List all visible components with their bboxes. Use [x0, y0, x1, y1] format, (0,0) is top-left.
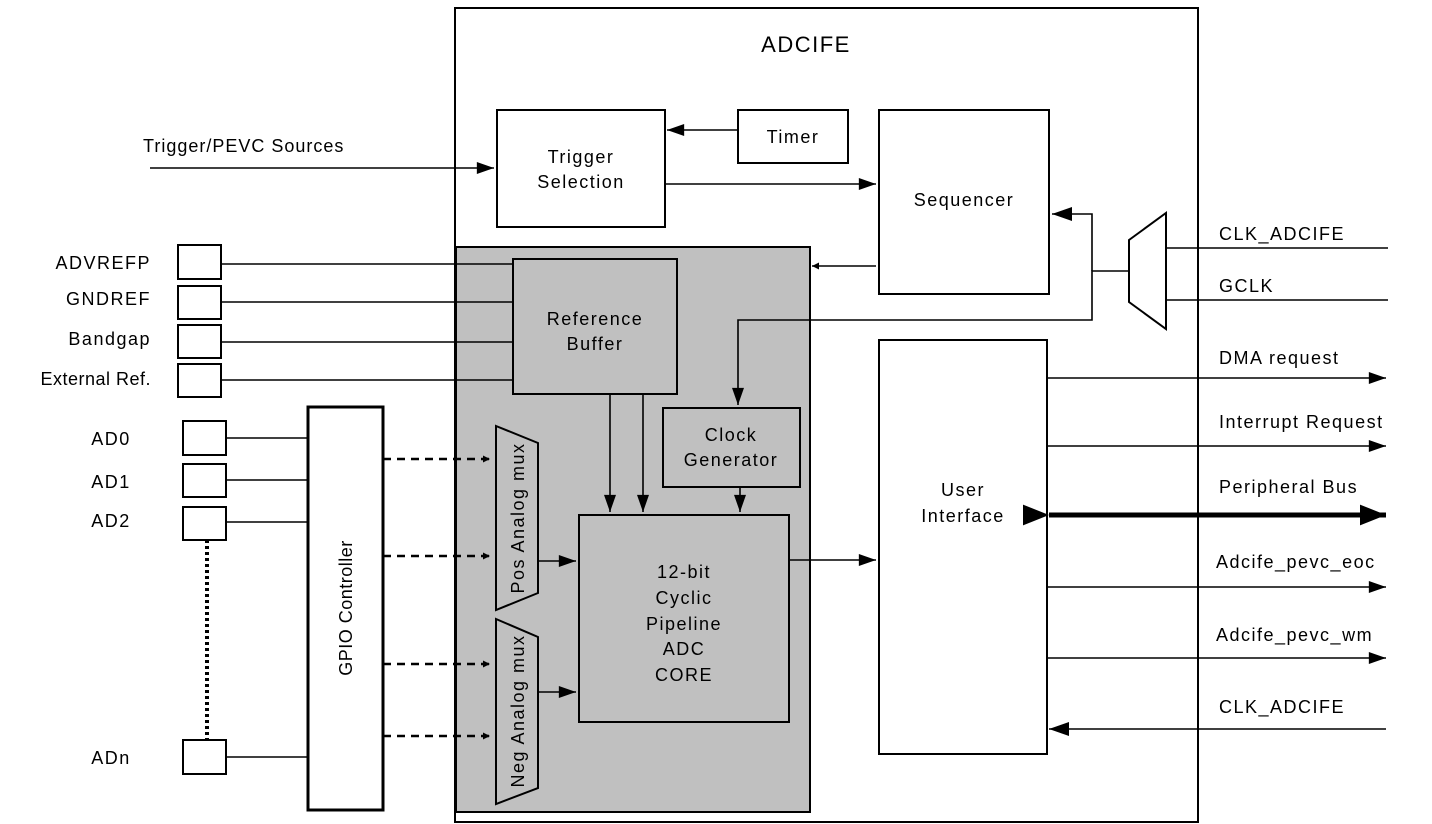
adc-core-label-5: CORE: [655, 665, 713, 685]
reference-buffer-label-1: Reference: [547, 309, 644, 329]
adcife-title: ADCIFE: [761, 32, 851, 57]
external-ref-pin: [177, 363, 222, 398]
clk-adcife-ui-label: CLK_ADCIFE: [1219, 697, 1345, 718]
user-interface-box: [878, 339, 1048, 755]
adc-core-label-4: ADC: [663, 639, 706, 659]
trigger-sources-label: Trigger/PEVC Sources: [143, 136, 344, 156]
bandgap-label: Bandgap: [68, 329, 151, 349]
pevc-eoc-label: Adcife_pevc_eoc: [1216, 552, 1376, 573]
gclk-label: GCLK: [1219, 276, 1274, 296]
ad1-label: AD1: [91, 472, 131, 492]
adn-pin: [182, 739, 227, 775]
gndref-pin: [177, 285, 222, 320]
timer-box: [737, 109, 849, 164]
adc-core-label-3: Pipeline: [646, 614, 722, 634]
clock-generator-label-2: Generator: [684, 450, 779, 470]
advrefp-label: ADVREFP: [55, 253, 151, 273]
reference-buffer-box: [512, 258, 678, 395]
trigger-selection-label-1: Trigger: [548, 147, 615, 167]
advrefp-pin: [177, 244, 222, 280]
mux-to-clock-generator-line: [732, 270, 1129, 406]
clk-adcife-in-label: CLK_ADCIFE: [1219, 224, 1345, 245]
peripheral-bus-label: Peripheral Bus: [1219, 477, 1358, 497]
ad0-pin: [182, 420, 227, 456]
user-interface-label-2: Interface: [921, 506, 1005, 526]
clock-generator-label-1: Clock: [705, 425, 758, 445]
gpio-controller-label: GPIO Controller: [336, 540, 356, 676]
bandgap-pin: [177, 324, 222, 359]
neg-analog-mux: [495, 617, 539, 806]
pos-analog-mux-label: Pos Analog mux: [508, 442, 528, 593]
external-ref-label: External Ref.: [40, 369, 151, 389]
ad2-pin: [182, 506, 227, 541]
reference-buffer-label-2: Buffer: [567, 334, 624, 354]
trigger-selection-box: [496, 109, 666, 228]
sequencer-label: Sequencer: [914, 190, 1015, 210]
sequencer-box: [878, 109, 1050, 295]
interrupt-request-label: Interrupt Request: [1219, 412, 1384, 432]
adc-core-box: [578, 514, 790, 723]
adc-core-label-1: 12-bit: [657, 562, 711, 582]
user-interface-label-1: User: [941, 480, 985, 500]
clock-generator-box: [662, 407, 801, 488]
adc-core-label-2: Cyclic: [656, 588, 713, 608]
adn-label: ADn: [91, 748, 131, 768]
ad1-pin: [182, 463, 227, 498]
dma-request-label: DMA request: [1219, 348, 1340, 368]
pevc-wm-label: Adcife_pevc_wm: [1216, 625, 1373, 646]
pos-analog-mux: [495, 424, 539, 612]
gpio-controller-box: [306, 405, 385, 812]
ad2-label: AD2: [91, 511, 131, 531]
clock-mux: [1128, 211, 1167, 331]
trigger-selection-label-2: Selection: [537, 172, 625, 192]
neg-analog-mux-label: Neg Analog mux: [508, 634, 528, 787]
gndref-label: GNDREF: [66, 289, 151, 309]
ad0-label: AD0: [91, 429, 131, 449]
mux-to-sequencer-arrow: [1052, 207, 1093, 271]
timer-label: Timer: [767, 127, 820, 147]
